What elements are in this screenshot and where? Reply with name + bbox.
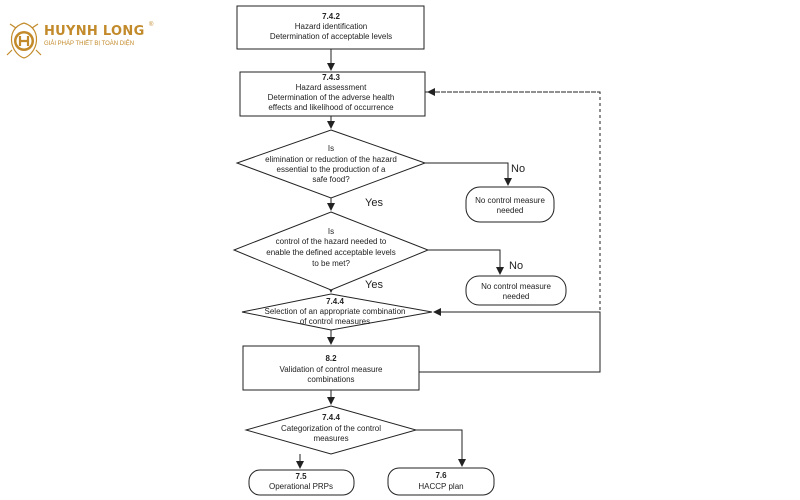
decision-1-line-3: essential to the production of a <box>277 165 387 174</box>
decision-2-line-1: Is <box>328 227 334 236</box>
brand-tagline: GIẢI PHÁP THIẾT BỊ TOÀN DIỆN <box>44 41 135 47</box>
haccp-plan-code: 7.6 <box>435 471 447 480</box>
categorization-line-1: Categorization of the control <box>281 424 381 433</box>
box-743-line-1: Hazard assessment <box>296 83 367 92</box>
decision-1-line-4: safe food? <box>312 175 350 184</box>
decision-1-line-2: elimination or reduction of the hazard <box>265 155 397 164</box>
no-control-1-line-1: No control measure <box>475 196 545 205</box>
categorization-line-2: measures <box>313 434 348 443</box>
box-743-line-3: effects and likelihood of occurrence <box>268 103 394 112</box>
no-control-2-line-2: needed <box>503 292 530 301</box>
terminal-operational-prps <box>248 469 355 496</box>
decision-categorization <box>244 405 418 455</box>
box-validation <box>242 345 420 391</box>
box-hazard-identification <box>236 5 425 50</box>
selection-line-2: of control measures <box>300 317 370 326</box>
box-82-code: 8.2 <box>325 354 337 363</box>
selection-code: 7.4.4 <box>326 297 344 306</box>
no-control-2-line-1: No control measure <box>481 282 551 291</box>
haccp-plan-label: HACCP plan <box>418 482 463 491</box>
terminal-no-control-2 <box>465 275 567 306</box>
arrow-decision-1-no <box>425 162 512 186</box>
arrow-decision-2-no <box>428 249 504 275</box>
decision-2-no-label: No <box>509 260 523 272</box>
no-control-1-line-2: needed <box>497 206 524 215</box>
selection-line-1: Selection of an appropriate combination <box>265 307 406 316</box>
decision-2-line-4: to be met? <box>312 259 350 268</box>
terminal-no-control-1 <box>465 186 555 223</box>
box-742-line-2: Determination of acceptable levels <box>270 32 392 41</box>
decision-1-no-label: No <box>511 163 525 175</box>
box-742-line-1: Hazard identification <box>295 22 367 31</box>
box-743-line-2: Determination of the adverse health <box>268 93 395 102</box>
registered-mark: ® <box>149 22 154 28</box>
decision-2-yes-label: Yes <box>365 279 383 291</box>
categorization-code: 7.4.4 <box>322 413 340 422</box>
decision-1-yes-label: Yes <box>365 197 383 209</box>
decision-selection <box>241 293 433 331</box>
logo-emblem-icon <box>6 22 42 59</box>
terminal-haccp-plan <box>387 467 495 496</box>
decision-elimination <box>235 129 427 199</box>
box-82-line-2: combinations <box>307 375 354 384</box>
operational-prps-code: 7.5 <box>295 472 307 481</box>
decision-control-needed <box>232 211 430 291</box>
arrow-82-feedback <box>419 308 601 373</box>
brand-name: HUYNH LONG <box>44 24 145 39</box>
decision-2-line-2: control of the hazard needed to <box>276 237 387 246</box>
box-hazard-assessment <box>239 71 426 117</box>
box-82-line-1: Validation of control measure <box>279 365 383 374</box>
operational-prps-label: Operational PRPs <box>269 482 333 491</box>
decision-2-line-3: enable the defined acceptable levels <box>266 248 395 257</box>
box-742-code: 7.4.2 <box>322 12 340 21</box>
arrow-to-haccp-plan <box>416 429 466 467</box>
box-743-code: 7.4.3 <box>322 73 340 82</box>
decision-1-line-1: Is <box>328 144 334 153</box>
company-logo: HUYNH LONG ® GIẢI PHÁP THIẾT BỊ TOÀN DIỆ… <box>6 20 246 60</box>
